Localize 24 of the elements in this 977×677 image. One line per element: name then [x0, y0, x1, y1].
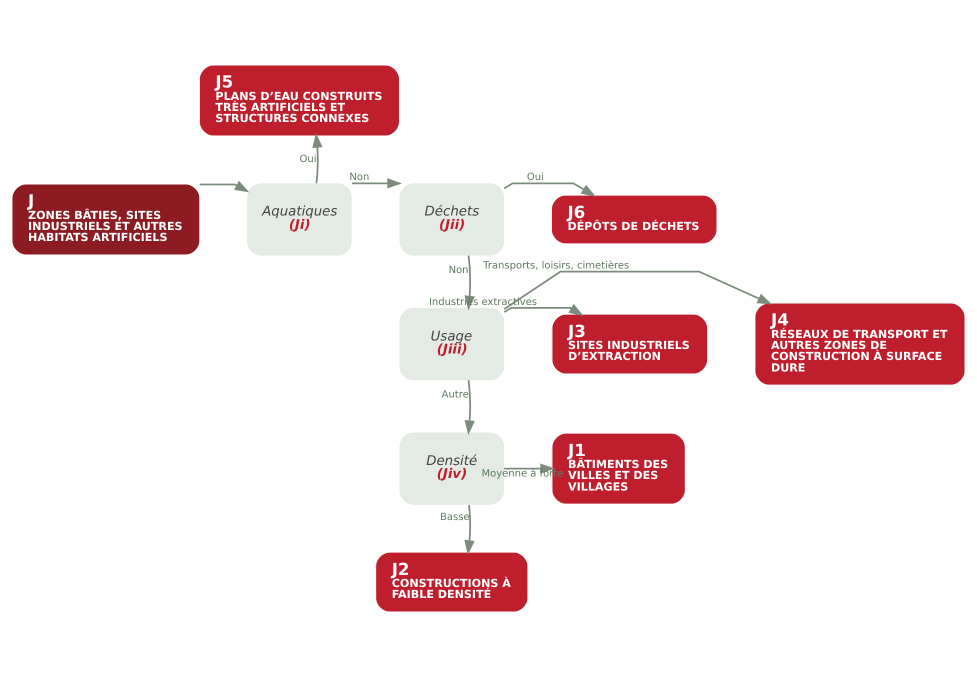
- edge-label: Oui: [526, 172, 544, 184]
- arrow: [352, 178, 402, 188]
- edge-label: Oui: [299, 154, 316, 165]
- edge-label: Non: [349, 172, 370, 184]
- edge-label: Transports, loisirs, cimetières: [483, 260, 630, 272]
- arrow: [504, 270, 772, 310]
- node-box: Usage (Jiii): [400, 308, 504, 380]
- arrow: [464, 504, 475, 555]
- arrow: [200, 180, 250, 192]
- node-box: J4 RÉSEAUX DE TRANSPORT ET AUTRES ZONES DE CONSTRUCTION À SURFACE DURE: [755, 303, 965, 385]
- edge-label: Basse: [440, 512, 470, 523]
- arrow: [312, 133, 323, 184]
- node-box: J3 SITES INDUSTRIELS D’EXTRACTION: [552, 314, 708, 374]
- edge-label: Autre: [442, 390, 469, 401]
- arrow: [464, 380, 475, 436]
- node-box: Aquatiques (Ji): [247, 183, 352, 256]
- edge-label: Non: [448, 265, 469, 276]
- arrow: [504, 304, 584, 316]
- node-box: Déchets (Jii): [400, 183, 504, 256]
- node-box: J6 DÉPÔTS DE DÉCHETS: [552, 196, 716, 244]
- node-box: J5 PLANS D’EAU CONSTRUITS TRÈS ARTIFICIELS ET STRUCTURES CONNEXES: [200, 65, 399, 136]
- arrow: [504, 182, 596, 197]
- node-box: J2 CONSTRUCTIONS À FAIBLE DENSITÉ: [376, 552, 528, 612]
- node-box: J ZONES BÂTIES, SITES INDUSTRIELS ET AUTRES HABITATS ARTIFICIELS: [12, 184, 200, 255]
